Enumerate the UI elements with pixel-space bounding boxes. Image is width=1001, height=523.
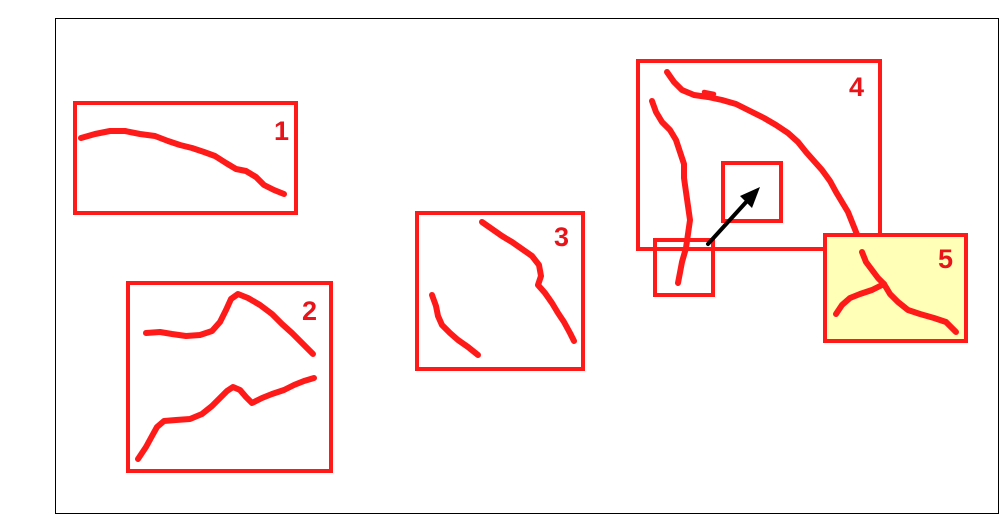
panel-1: 1 xyxy=(75,103,296,213)
river-segment-4c xyxy=(704,92,714,94)
river-segment-4b xyxy=(652,101,690,283)
panel-2-box xyxy=(128,283,331,471)
panel-1-label: 1 xyxy=(274,116,289,146)
panel-3-label: 3 xyxy=(554,222,569,252)
river-segment-2b xyxy=(138,378,314,459)
panel-1-box xyxy=(75,103,296,213)
panel-3: 3 xyxy=(417,213,583,369)
river-segment-3b xyxy=(432,295,478,355)
arrow-up-right-icon xyxy=(708,187,760,244)
river-segment-1 xyxy=(81,131,284,194)
panel-2: 2 xyxy=(128,283,331,471)
panel-4-label: 4 xyxy=(849,72,864,102)
panel-5: 5 xyxy=(825,235,966,341)
panel-2-label: 2 xyxy=(302,296,317,326)
river-segment-2a xyxy=(146,294,313,354)
panel-5-label: 5 xyxy=(938,244,953,274)
